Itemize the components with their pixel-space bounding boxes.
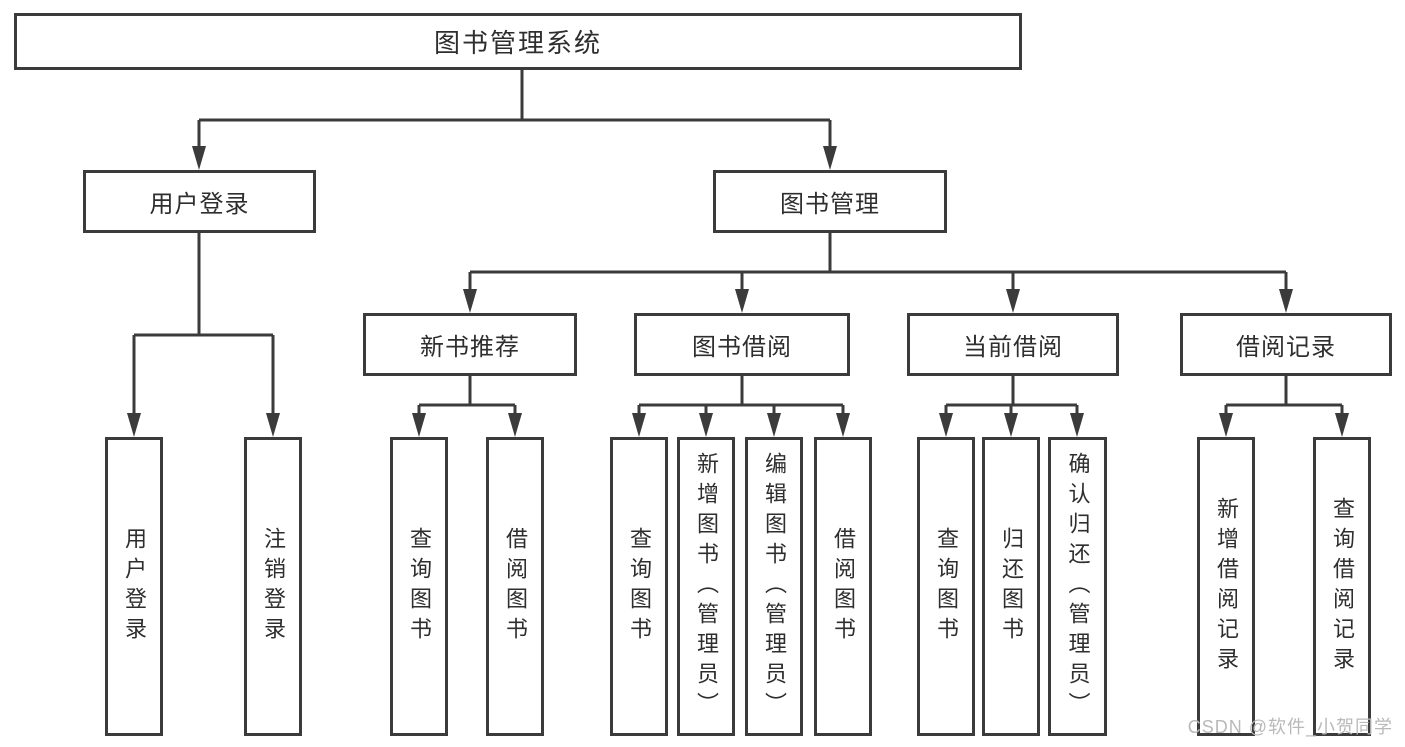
node-label: 查询图书 (407, 526, 432, 647)
node-label: 查询图书 (627, 526, 652, 647)
node-label: 新增借阅记录 (1214, 496, 1239, 677)
node-current-borrow: 当前借阅 (907, 313, 1119, 376)
node-label: 确认归还（管理员） (1065, 451, 1091, 722)
node-label: 借阅图书 (503, 526, 528, 647)
leaf-borrow-books-2: 借阅图书 (814, 437, 872, 736)
leaf-edit-books-admin: 编辑图书（管理员） (745, 437, 803, 736)
node-label: 归还图书 (999, 526, 1024, 647)
leaf-query-books-3: 查询图书 (917, 437, 975, 736)
node-user-login: 用户登录 (83, 170, 316, 233)
node-borrow-records: 借阅记录 (1180, 313, 1392, 376)
node-label: 用户登录 (122, 526, 147, 647)
connector-root-to-level1 (197, 70, 832, 150)
leaf-logout: 注销登录 (244, 437, 302, 736)
node-book-management: 图书管理 (713, 170, 947, 233)
node-label: 图书管理系统 (433, 28, 602, 58)
connector-records-to-leaves (1224, 376, 1344, 418)
node-root: 图书管理系统 (14, 13, 1022, 70)
node-label: 当前借阅 (963, 334, 1063, 361)
connector-userlogin-to-leaves (132, 233, 275, 418)
connector-bookmgmt-to-level2 (468, 233, 1288, 295)
leaf-query-books-2: 查询图书 (610, 437, 668, 736)
node-new-book-recommend: 新书推荐 (363, 313, 577, 376)
node-label: 图书管理 (780, 191, 880, 218)
leaf-add-borrow-record: 新增借阅记录 (1197, 437, 1255, 736)
connector-currentborrow-to-leaves (944, 376, 1079, 418)
connector-bookborrow-to-leaves (637, 376, 845, 418)
node-book-borrow: 图书借阅 (634, 313, 850, 376)
node-label: 借阅图书 (831, 526, 856, 647)
node-label: 注销登录 (261, 526, 286, 647)
node-label: 用户登录 (149, 191, 250, 218)
leaf-user-login: 用户登录 (105, 437, 163, 736)
arrowheads (127, 146, 1349, 437)
node-label: 借阅记录 (1236, 334, 1336, 361)
connector-newbook-to-leaves (417, 376, 517, 418)
node-label: 查询图书 (934, 526, 959, 647)
watermark: CSDN @软件_小贺同学 (1187, 717, 1393, 737)
leaf-query-books-1: 查询图书 (390, 437, 448, 736)
node-label: 新增图书（管理员） (694, 451, 719, 722)
leaf-confirm-return-admin: 确认归还（管理员） (1048, 437, 1107, 736)
leaf-return-books: 归还图书 (982, 437, 1040, 736)
leaf-borrow-books-1: 借阅图书 (486, 437, 544, 736)
leaf-query-borrow-record: 查询借阅记录 (1313, 437, 1371, 736)
node-label: 编辑图书（管理员） (762, 451, 787, 722)
node-label: 图书借阅 (692, 334, 792, 361)
node-label: 新书推荐 (420, 334, 520, 361)
leaf-add-books-admin: 新增图书（管理员） (677, 437, 735, 736)
node-label: 查询借阅记录 (1330, 496, 1355, 677)
